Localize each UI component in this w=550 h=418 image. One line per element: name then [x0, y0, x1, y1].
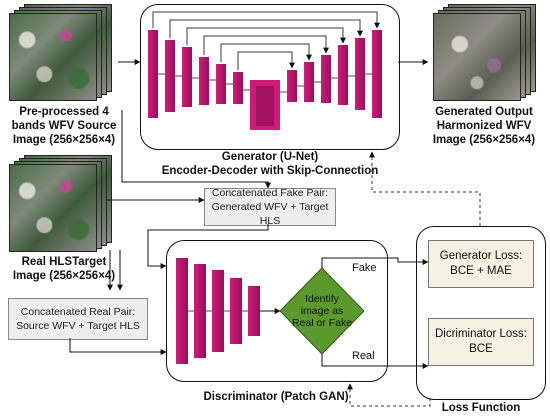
decoder-layer-5: [355, 38, 365, 110]
unet-layers: [148, 30, 382, 130]
decision-text-line3: Real or Fake: [291, 317, 353, 329]
real-pair-line2: Source WFV + Target HLS: [16, 320, 140, 332]
output-image-stack: [428, 4, 538, 101]
real-output-label: Real: [352, 350, 375, 362]
source-to-fake-pair-arrow: [121, 110, 271, 189]
decoder-layer-2: [304, 62, 314, 102]
discriminator-layers: [176, 258, 260, 364]
source-image-label: Pre-processed 4 bands WFV Source Image (…: [0, 105, 128, 147]
output-label-line1: Generated Output: [435, 106, 533, 118]
real-pair-line1: Concatenated Real Pair:: [20, 306, 136, 318]
real-pair-to-discriminator-arrow: [69, 338, 167, 355]
skip-connection-5: [220, 43, 312, 62]
bottleneck-inner: [256, 86, 274, 126]
encoder-layer-1: [148, 30, 158, 118]
decoder-layer-6: [372, 30, 382, 118]
decision-text-line2: image as: [300, 305, 344, 317]
generator-loss-box: Generator Loss: BCE + MAE: [428, 240, 534, 288]
decoder-layer-3: [321, 55, 331, 103]
decoder-layer-1: [287, 70, 297, 102]
disc-layer-3: [212, 270, 224, 352]
skip-connection-3: [186, 27, 346, 45]
source-image-stack: [4, 4, 114, 101]
fake-pair-to-discriminator-arrow: [147, 224, 269, 269]
loss-function-label: Loss Function: [441, 402, 521, 414]
encoder-layer-5: [216, 64, 226, 104]
decoder-layer-4: [338, 45, 348, 105]
generator-loss-feedback-arrow: [369, 151, 481, 226]
encoder-layer-4: [199, 57, 209, 105]
target-label-line1: Real HLSTarget: [21, 256, 107, 268]
target-image-stack: [4, 155, 114, 252]
discriminator-loss-line1: Dicriminator Loss:: [434, 328, 528, 340]
encoder-layer-3: [182, 47, 192, 107]
unet-layer-links: [158, 73, 372, 93]
source-label-line1: Pre-processed 4: [19, 106, 109, 118]
skip-connection-4: [203, 35, 329, 55]
encoder-layer-2: [165, 40, 175, 112]
discriminator-label: Discriminator (Patch GAN): [203, 391, 349, 403]
generator-subtitle: Encoder-Decoder with Skip-Connection: [161, 165, 379, 177]
disc-layer-2: [194, 264, 206, 358]
real-pair-box: Concatenated Real Pair: Source WFV + Tar…: [8, 298, 148, 340]
disc-layer-1: [176, 258, 188, 364]
target-image-label: Real HLSTarget Image (256×256×4): [0, 255, 128, 283]
source-label-line2: bands WFV Source: [11, 120, 117, 132]
disc-layer-4: [230, 278, 242, 344]
decision-text-line1: Identify: [305, 293, 339, 305]
decision-text: Identify image as Real or Fake: [286, 293, 358, 329]
source-label-line3: Image (256×256×4): [12, 134, 116, 146]
output-image-label: Generated Output Harmonized WFV Image (2…: [418, 105, 550, 147]
fake-to-generator-loss-arrow: [321, 257, 429, 268]
discriminator-loss-feedback-arrow: [347, 383, 431, 407]
fake-pair-line1: Concatenated Fake Pair:: [211, 187, 329, 199]
skip-connection-1: [152, 11, 380, 29]
generator-label: Generator (U-Net) Encoder-Decoder with S…: [140, 150, 400, 178]
target-label-line2: Image (256×256×4): [12, 270, 116, 282]
real-to-discriminator-loss-arrow: [321, 354, 429, 369]
fake-pair-line2: Generated WFV + Target HLS: [211, 201, 329, 227]
output-label-line3: Image (256×256×4): [432, 134, 536, 146]
discriminator-loss-box: Dicriminator Loss: BCE: [428, 318, 534, 366]
output-label-line2: Harmonized WFV: [436, 120, 532, 132]
fake-pair-box: Concatenated Fake Pair: Generated WFV + …: [204, 187, 336, 227]
fake-output-label: Fake: [352, 262, 377, 274]
generator-title: Generator (U-Net): [221, 151, 319, 163]
skip-connection-2: [169, 19, 363, 38]
disc-layer-5: [248, 286, 260, 336]
skip-connection-6: [237, 51, 295, 70]
skip-connections: [152, 11, 380, 70]
discriminator-loss-line2: BCE: [469, 343, 493, 355]
encoder-layer-6: [233, 72, 243, 104]
generator-loss-line1: Generator Loss:: [439, 250, 523, 262]
generator-loss-line2: BCE + MAE: [450, 265, 512, 277]
